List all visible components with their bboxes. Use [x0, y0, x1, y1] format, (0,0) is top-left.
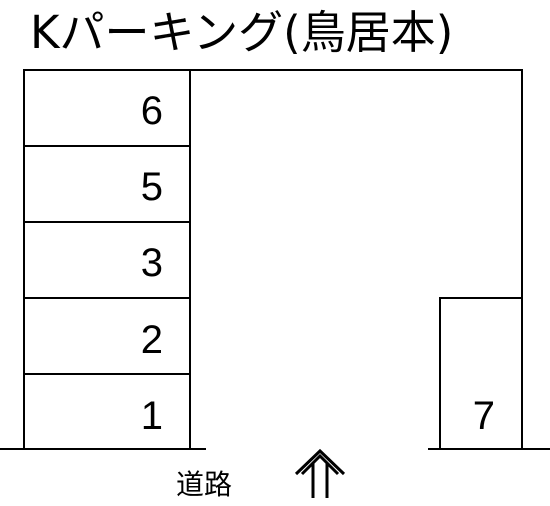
space-number-5: 5 [141, 165, 163, 209]
space-7-box [439, 297, 522, 448]
space-number-6: 6 [141, 89, 163, 133]
parking-lot-title: Kパーキング(鳥居本) [30, 6, 454, 59]
entrance-double-arrow-icon [294, 448, 346, 498]
space-number-2: 2 [141, 318, 163, 362]
space-number-3: 3 [141, 241, 163, 285]
lot-boundary [23, 69, 523, 448]
space-number-1: 1 [141, 394, 163, 438]
road-label: 道路 [176, 468, 232, 501]
space-number-7: 7 [473, 394, 495, 438]
